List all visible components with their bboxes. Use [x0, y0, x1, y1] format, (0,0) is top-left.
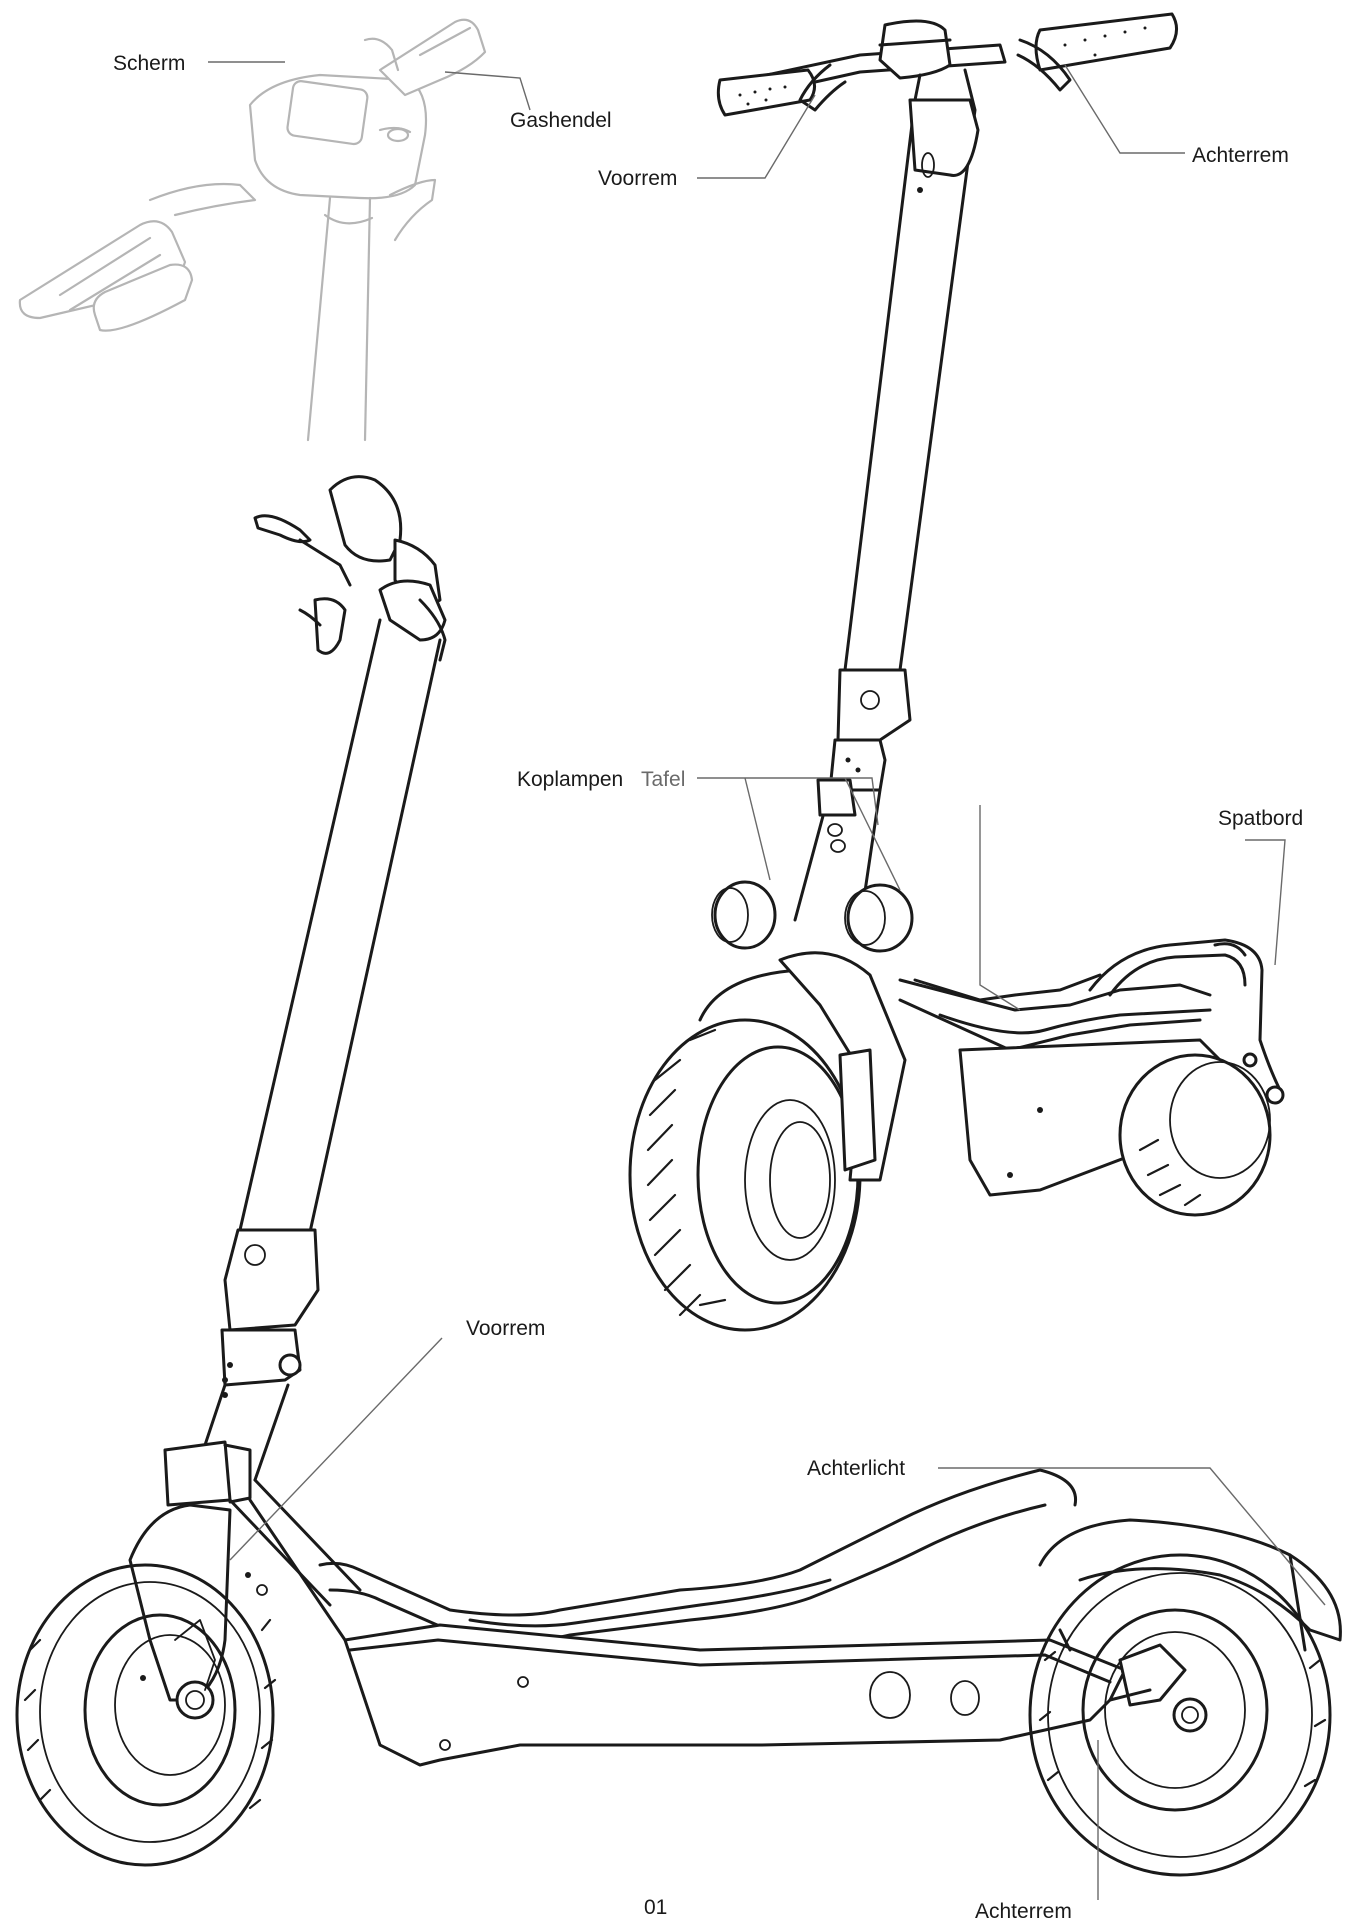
- leader-lines: [208, 61, 1326, 1900]
- handlebar-closeup-inset: [18, 18, 487, 442]
- label-achterrem-top: Achterrem: [1192, 144, 1289, 167]
- front-wheel-side-view: [15, 1563, 277, 1867]
- rear-wheel-front-view: [1118, 1053, 1272, 1217]
- display-screen: [286, 80, 369, 146]
- label-gashendel: Gashendel: [510, 109, 612, 132]
- label-spatbord: Spatbord: [1218, 807, 1303, 830]
- label-achterlicht: Achterlicht: [807, 1457, 905, 1480]
- page-number: 01: [644, 1896, 667, 1919]
- scooter-front-view: [628, 12, 1285, 1332]
- part-labels: Scherm Gashendel Voorrem Achterrem Kopla…: [113, 52, 1303, 1923]
- scooter-side-view: [15, 475, 1342, 1877]
- deck-surface: [938, 1008, 1212, 1035]
- label-voorrem-top: Voorrem: [598, 167, 677, 190]
- label-koplampen: Koplampen: [517, 768, 623, 791]
- label-scherm: Scherm: [113, 52, 185, 75]
- label-tafel: Tafel: [641, 768, 685, 791]
- label-voorrem-side: Voorrem: [466, 1317, 545, 1340]
- front-wheel-front-view: [628, 1018, 862, 1332]
- headlights: [711, 880, 914, 953]
- rear-wheel-side-view: [1028, 1553, 1332, 1877]
- label-achterrem-bottom: Achterrem: [975, 1900, 1072, 1923]
